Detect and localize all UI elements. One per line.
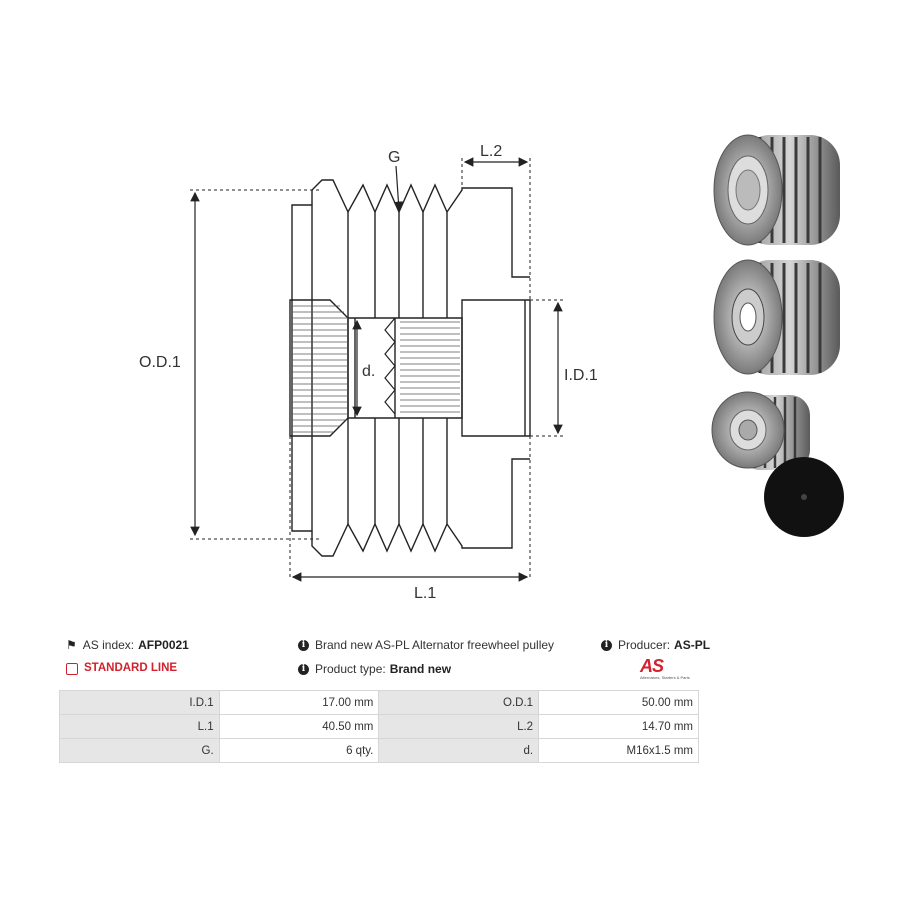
logo-text: AS bbox=[640, 656, 664, 676]
hub-right bbox=[461, 299, 531, 437]
product-type-label: Product type: bbox=[315, 662, 386, 676]
technical-drawing: G L.2 O.D.1 d. I.D.1 L.1 bbox=[139, 143, 598, 602]
logo-tagline: Alternators, Starters & Parts bbox=[640, 675, 690, 680]
producer-value: AS-PL bbox=[674, 638, 711, 652]
spec-table: I.D.1 17.00 mm O.D.1 50.00 mm L.1 40.50 … bbox=[59, 690, 699, 763]
as-index-label: AS index: bbox=[82, 638, 135, 652]
standard-line-label: STANDARD LINE bbox=[84, 662, 178, 674]
description-text: Brand new AS-PL Alternator freewheel pul… bbox=[315, 638, 555, 652]
spec-label: G. bbox=[59, 738, 220, 763]
spec-value: 6 qty. bbox=[218, 738, 380, 763]
description-row: i Brand new AS-PL Alternator freewheel p… bbox=[298, 638, 554, 652]
product-type-row: i Product type: Brand new bbox=[298, 662, 451, 676]
as-pl-logo: AS Alternators, Starters & Parts bbox=[640, 656, 700, 684]
spec-label: d. bbox=[378, 738, 540, 763]
spec-label: O.D.1 bbox=[378, 690, 540, 715]
label-l1: L.1 bbox=[414, 585, 436, 602]
pulley-bottom-profile bbox=[311, 458, 530, 557]
table-row: L.1 40.50 mm L.2 14.70 mm bbox=[59, 714, 699, 739]
checkbox-icon bbox=[66, 663, 78, 675]
label-id1: I.D.1 bbox=[564, 367, 598, 384]
table-row: I.D.1 17.00 mm O.D.1 50.00 mm bbox=[59, 690, 699, 715]
info-icon: i bbox=[601, 639, 612, 651]
producer-label: Producer: bbox=[618, 638, 671, 652]
label-l2: L.2 bbox=[480, 143, 502, 160]
pulley-photo-1 bbox=[713, 134, 840, 246]
spec-value: 17.00 mm bbox=[218, 690, 380, 715]
spec-value: 14.70 mm bbox=[538, 714, 699, 739]
info-icon: i bbox=[298, 639, 309, 651]
pulley-photo-3 bbox=[711, 391, 810, 470]
producer-row: i Producer: AS-PL bbox=[601, 638, 710, 652]
product-photos bbox=[711, 134, 844, 537]
label-od1: O.D.1 bbox=[139, 354, 181, 371]
table-row: G. 6 qty. d. M16x1.5 mm bbox=[59, 738, 699, 763]
spec-label: L.1 bbox=[59, 714, 220, 739]
as-index-value: AFP0021 bbox=[138, 638, 189, 652]
pulley-photo-2 bbox=[713, 259, 840, 375]
info-icon: i bbox=[298, 663, 309, 675]
spec-value: M16x1.5 mm bbox=[538, 738, 699, 763]
spec-value: 50.00 mm bbox=[538, 690, 699, 715]
spline-left bbox=[289, 299, 349, 437]
g-leader-line bbox=[393, 165, 404, 212]
spec-value: 40.50 mm bbox=[218, 714, 380, 739]
spec-label: L.2 bbox=[378, 714, 540, 739]
product-type-value: Brand new bbox=[389, 662, 452, 676]
label-g: G bbox=[388, 149, 400, 166]
tag-icon: ⚑ bbox=[66, 638, 77, 652]
spec-label: I.D.1 bbox=[59, 690, 220, 715]
standard-line-row: STANDARD LINE bbox=[66, 662, 178, 675]
pulley-top-profile bbox=[311, 179, 530, 278]
pulley-left-flange bbox=[291, 204, 313, 532]
label-d: d. bbox=[362, 363, 375, 380]
as-index-row: ⚑ AS index: AFP0021 bbox=[66, 638, 189, 652]
